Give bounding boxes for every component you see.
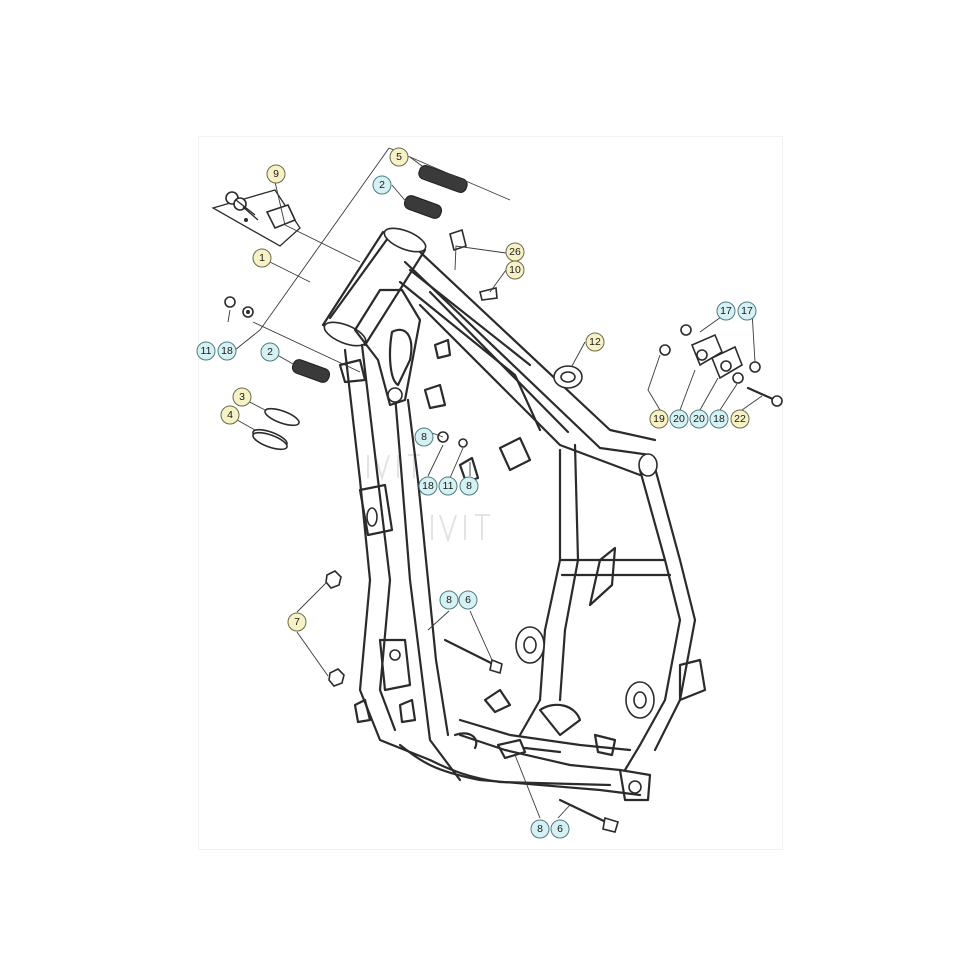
svg-text:18: 18 [713, 413, 725, 425]
svg-text:18: 18 [221, 345, 233, 357]
callout-11-left: 11 [196, 341, 216, 361]
svg-text:10: 10 [509, 264, 521, 276]
callout-8-d: 8 [530, 819, 550, 839]
svg-text:17: 17 [741, 305, 753, 317]
svg-text:8: 8 [537, 823, 543, 835]
svg-text:2: 2 [379, 179, 385, 191]
callout-3: 3 [232, 387, 252, 407]
callout-17-b: 17 [737, 301, 757, 321]
svg-text:19: 19 [653, 413, 665, 425]
svg-text:11: 11 [201, 345, 212, 357]
leader-lines [227, 147, 763, 819]
svg-text:7: 7 [294, 616, 300, 628]
watermark [367, 454, 490, 544]
motorcycle-frame [321, 227, 707, 802]
callout-10: 10 [505, 260, 525, 280]
callout-12: 12 [585, 332, 605, 352]
svg-text:8: 8 [421, 431, 427, 443]
loose-parts [211, 165, 783, 833]
svg-text:26: 26 [509, 246, 521, 258]
callout-2-top: 2 [372, 175, 392, 195]
svg-text:3: 3 [239, 391, 245, 403]
callout-18-left: 18 [217, 341, 237, 361]
svg-text:18: 18 [422, 480, 434, 492]
svg-text:1: 1 [259, 252, 265, 264]
callout-22: 22 [730, 409, 750, 429]
callout-19: 19 [649, 409, 669, 429]
callout-20-b: 20 [689, 409, 709, 429]
svg-text:4: 4 [227, 409, 233, 421]
callout-9: 9 [266, 164, 286, 184]
callout-17-a: 17 [716, 301, 736, 321]
callout-6-upper: 6 [458, 590, 478, 610]
callout-1: 1 [252, 248, 272, 268]
svg-text:20: 20 [693, 413, 705, 425]
svg-text:2: 2 [267, 346, 273, 358]
svg-text:5: 5 [396, 151, 402, 163]
callout-2-lower: 2 [260, 342, 280, 362]
callout-11-mid: 11 [438, 476, 458, 496]
callout-18-mid: 18 [418, 476, 438, 496]
callout-18-right: 18 [709, 409, 729, 429]
svg-text:8: 8 [466, 480, 472, 492]
svg-text:6: 6 [465, 594, 471, 606]
svg-text:11: 11 [443, 480, 454, 492]
callout-5: 5 [389, 147, 409, 167]
callout-8-c: 8 [439, 590, 459, 610]
diagram-panel [199, 137, 782, 849]
svg-text:22: 22 [734, 413, 746, 425]
svg-text:17: 17 [720, 305, 732, 317]
svg-text:9: 9 [273, 168, 279, 180]
svg-text:12: 12 [589, 336, 601, 348]
callout-4: 4 [220, 405, 240, 425]
callout-8-a: 8 [414, 427, 434, 447]
callout-26: 26 [505, 242, 525, 262]
callout-7: 7 [287, 612, 307, 632]
callout-6-lower: 6 [550, 819, 570, 839]
svg-text:20: 20 [673, 413, 685, 425]
callout-20-a: 20 [669, 409, 689, 429]
callout-8-b: 8 [459, 476, 479, 496]
svg-text:6: 6 [557, 823, 563, 835]
svg-text:8: 8 [446, 594, 452, 606]
